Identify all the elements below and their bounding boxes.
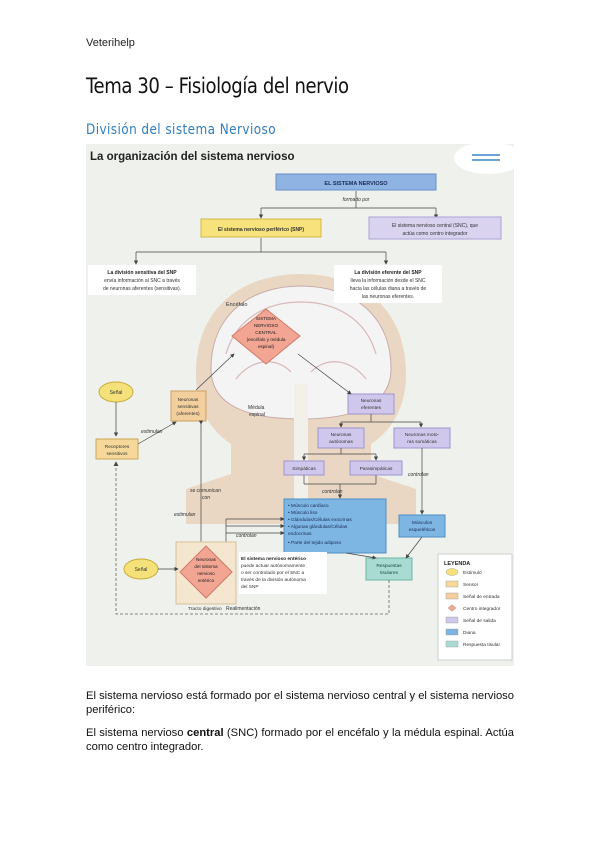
paragraph-snc-pre: El sistema nervioso	[86, 727, 187, 740]
sensory-neurons-line3: (aferentes)	[176, 411, 200, 417]
legend-label: Sensor	[463, 582, 479, 588]
target-item-2: • Músculo liso	[288, 510, 318, 516]
page-title: Tema 30 – Fisiología del nervio	[86, 74, 349, 98]
tissue-responses-line1: Respuestas	[376, 563, 402, 569]
efferent-division-line1: La división eferente del SNP	[354, 270, 422, 276]
feedback-label: Realimentación	[226, 606, 261, 612]
sensory-division-line1: La división sensitiva del SNP	[107, 270, 177, 276]
efferent-neurons-line2: eferentes	[361, 405, 382, 411]
estimulan-label-1: estimulan	[141, 429, 163, 435]
enteric-desc-line5: del SNP	[241, 584, 259, 590]
digestive-tract-label: Tracto digestivo	[188, 606, 222, 612]
efferent-division-line3: hacia las células diana a través de	[350, 286, 427, 292]
receptors-line1: Receptores	[105, 444, 130, 450]
sensory-division-line3: de neuronas aferentes (sensitivas).	[103, 286, 181, 292]
paragraph-intro: El sistema nervioso está formado por el …	[86, 690, 514, 717]
cns-label-5: espinal)	[258, 344, 275, 349]
legend-title: LEYENDA	[444, 561, 470, 567]
sensory-neurons-line2: sensitivas	[177, 404, 199, 410]
target-item-1: • Músculo cardíaco	[288, 503, 329, 509]
medula-label-1: Médula	[248, 405, 265, 411]
section-heading: División del sistema Nervioso	[86, 122, 277, 138]
enteric-line2: del sistema	[194, 564, 218, 569]
receptors-line2: sensitivos	[106, 451, 128, 457]
controlan-label-2: controlan	[408, 472, 429, 478]
enteric-line4: entérico	[198, 578, 215, 583]
target-item-5: endocrinas	[288, 531, 312, 537]
sensory-division-line2: envía información al SNC a través	[104, 278, 180, 284]
skeletal-muscles-line1: Músculos	[412, 520, 433, 526]
skeletal-muscles-line2: esqueléticos	[409, 527, 436, 533]
paragraph-snc: El sistema nervioso central (SNC) formad…	[86, 726, 514, 754]
header-brand: Veterihelp	[86, 37, 135, 49]
legend-label: Estímulo	[463, 570, 482, 576]
enteric-desc-line2: puede actuar autónomamente	[241, 563, 305, 569]
autonomic-neurons-line2: autónomas	[329, 439, 353, 445]
legend-swatch	[445, 568, 459, 576]
motor-neurons-line2: ras somáticas	[407, 439, 437, 445]
target-item-6: • Parte del tejido adiposo	[288, 540, 341, 546]
snp-box-label: El sistema nervioso periférico (SNP)	[218, 227, 304, 233]
controlan-label-3: controlan	[236, 533, 257, 539]
legend-label: Señal de entrada	[463, 594, 500, 600]
enteric-desc-line4: través de la división autónoma	[241, 577, 306, 583]
parasympathetic-label: Parasimpáticas	[360, 466, 393, 472]
cns-label-4: (encéfalo y médula	[247, 337, 286, 342]
legend-swatch	[445, 592, 459, 600]
figure-title: La organización del sistema nervioso	[90, 151, 295, 163]
encefalo-label: Encéfalo	[226, 302, 247, 308]
legend-swatch	[445, 580, 459, 588]
cns-label-2: NERVIOSO	[254, 323, 279, 328]
legend-swatch	[445, 640, 459, 648]
autonomic-neurons-line1: Neuronas	[331, 432, 352, 438]
sympathetic-label: Simpáticas	[292, 466, 316, 472]
se-comunican-line1: se comunican	[190, 488, 221, 494]
enteric-line1: Neuronas	[196, 557, 217, 562]
se-comunican-line2: con	[202, 495, 210, 501]
efferent-division-line2: lleva la información desde el SNC	[350, 278, 425, 284]
enteric-signal-label: Señal	[135, 567, 148, 573]
medula-label-2: espinal	[249, 412, 265, 418]
top-box-label: EL SISTEMA NERVIOSO	[324, 181, 388, 187]
estimulan-label-2: estimulan	[174, 512, 196, 518]
legend-label: Respuesta tisular	[463, 642, 500, 648]
stimulus-signal-label: Señal	[110, 390, 123, 396]
legend-swatch	[445, 628, 459, 636]
enteric-desc-line1: El sistema nervioso entérico	[241, 556, 306, 562]
enteric-line3: nervioso	[197, 571, 215, 576]
enteric-desc-line3: o ser controlado por el SNC a	[241, 570, 305, 576]
legend-label: Centro integrador	[463, 606, 501, 612]
efferent-division-line4: las neuronas eferentes.	[362, 294, 414, 300]
motor-neurons-line1: Neuronas moto-	[405, 432, 440, 438]
target-item-3: • Glándulas/Células exocrinas	[288, 517, 352, 523]
legend-label: Señal de salida	[463, 618, 496, 624]
efferent-neurons-line1: Neuronas	[361, 398, 382, 404]
cns-label-1: SISTEMA	[256, 316, 277, 321]
tissue-responses-line2: tisulares	[380, 570, 398, 576]
nervous-system-diagram: La organización del sistema nervioso EL …	[86, 144, 514, 666]
sensory-neurons-line1: Neuronas	[178, 397, 199, 403]
legend-swatch	[447, 604, 457, 612]
legend-swatch	[445, 616, 459, 624]
target-item-4: • Algunas glándulas/Células	[288, 524, 348, 530]
snc-box-line2: actúa como centro integrador	[402, 231, 467, 237]
controlan-label-1: controlan	[322, 489, 343, 495]
snc-box-line1: El sistema nervioso central (SNC), que	[392, 223, 478, 229]
cns-label-3: CENTRAL	[255, 330, 277, 335]
paragraph-snc-post: (SNC) formado por el encéfalo y la médul…	[86, 727, 515, 754]
legend-label: Diana	[463, 630, 476, 636]
paragraph-snc-bold: central	[186, 727, 224, 740]
